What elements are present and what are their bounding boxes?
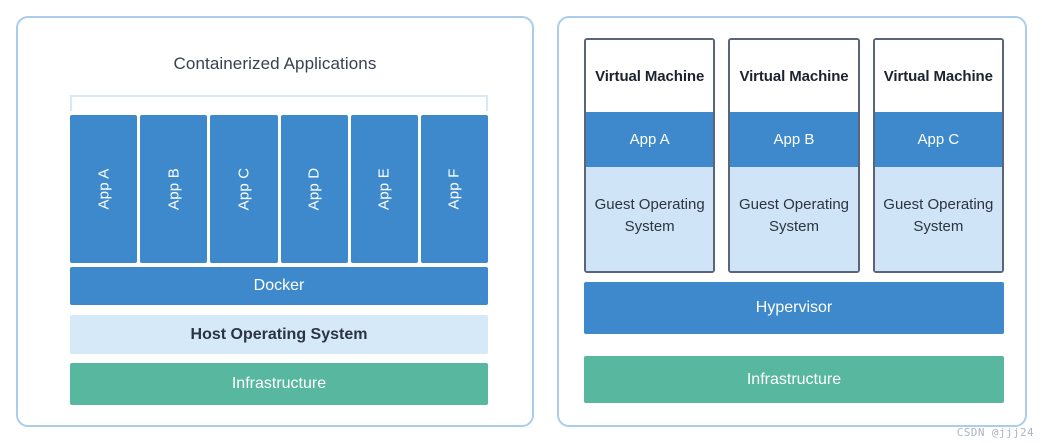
container-app-label: App E: [375, 168, 393, 210]
virtual-machine-title: Virtual Machine: [586, 40, 714, 112]
containers-panel-title: Containerized Applications: [173, 54, 377, 73]
container-app-box: App A: [70, 115, 138, 263]
container-app-label: App B: [165, 168, 183, 210]
docker-layer-bar: Docker: [70, 267, 488, 305]
containers-panel: Containerized Applications App A App B A…: [16, 16, 534, 427]
guest-operating-system-band: Guest Operating System: [730, 167, 858, 271]
container-app-label: App D: [305, 167, 323, 211]
virtual-machine-title: Virtual Machine: [874, 40, 1002, 112]
hypervisor-layer-bar: Hypervisor: [584, 282, 1004, 334]
infrastructure-layer-bar-left: Infrastructure: [70, 363, 488, 405]
csdn-watermark: CSDN @jjj24: [956, 426, 1034, 439]
host-operating-system-layer-bar: Host Operating System: [70, 315, 488, 354]
applications-bracket: [70, 95, 488, 111]
guest-operating-system-band: Guest Operating System: [874, 167, 1002, 271]
virtual-machine-box: Virtual Machine App C Guest Operating Sy…: [872, 38, 1004, 273]
virtual-machine-box: Virtual Machine App B Guest Operating Sy…: [728, 38, 860, 273]
container-app-label: App C: [235, 167, 253, 211]
virtual-machine-app-band: App B: [730, 112, 858, 167]
virtual-machine-app-band: App C: [874, 112, 1002, 167]
container-app-box: App B: [140, 115, 208, 263]
container-app-box: App F: [420, 115, 489, 263]
virtual-machine-box: Virtual Machine App A Guest Operating Sy…: [584, 38, 716, 273]
container-app-box: App E: [350, 115, 418, 263]
virtual-machines-panel: Virtual Machine App A Guest Operating Sy…: [557, 16, 1027, 427]
virtual-machine-title: Virtual Machine: [730, 40, 858, 112]
container-app-box: App C: [210, 115, 278, 263]
virtual-machines-row: Virtual Machine App A Guest Operating Sy…: [584, 38, 1004, 273]
container-app-label: App A: [95, 168, 113, 210]
virtual-machine-app-band: App A: [586, 112, 714, 167]
infrastructure-layer-bar-right: Infrastructure: [584, 356, 1004, 403]
container-apps-row: App A App B App C App D App E App F: [70, 115, 489, 263]
container-app-box: App D: [280, 115, 348, 263]
guest-operating-system-band: Guest Operating System: [586, 167, 714, 271]
container-app-label: App F: [445, 168, 463, 210]
